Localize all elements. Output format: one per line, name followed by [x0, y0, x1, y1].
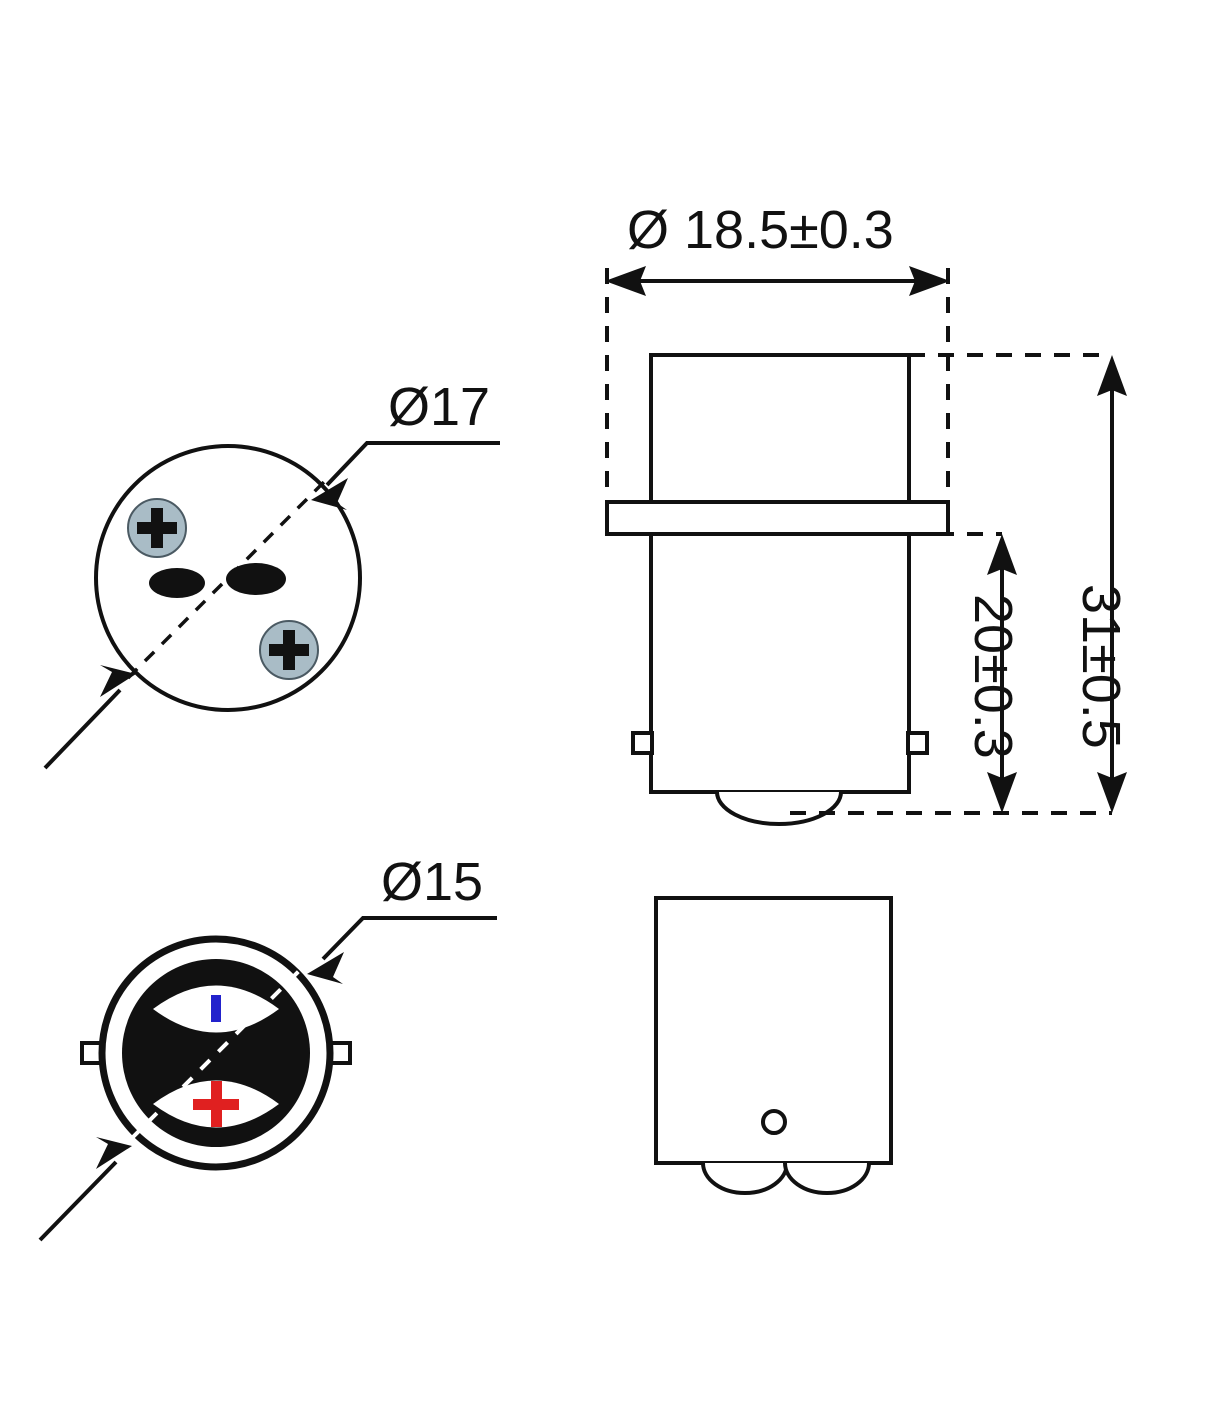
bottom-view-section-arrow — [38, 1137, 132, 1242]
side-view-flange — [605, 500, 950, 536]
top-view-slot-left — [149, 568, 205, 598]
top-view-section-arrow-line — [43, 688, 122, 770]
total-height-dimension: 31±0.5 — [1071, 355, 1131, 813]
top-view-slot-right — [226, 563, 286, 595]
front-view-contact-bump-right — [783, 1162, 871, 1195]
screw-upper-left — [127, 498, 187, 558]
top-view-leader — [311, 441, 500, 510]
side-view-solder-contact — [715, 791, 843, 826]
top-view-leader-arrowhead — [311, 478, 348, 510]
front-view-vent-hole — [761, 1109, 787, 1135]
total-height-label: 31±0.5 — [1071, 584, 1131, 749]
bottom-view-group: Ø15 — [38, 852, 497, 1242]
side-view-bayonet-cap — [649, 532, 911, 794]
screw-slot-vertical-ul — [151, 508, 163, 548]
bottom-view-diameter-label: Ø15 — [381, 852, 483, 912]
side-view-lens-body — [649, 353, 911, 514]
side-view-group: Ø 18.5±0.3 31±0.5 — [605, 200, 1131, 826]
front-view-contact-bump-left — [701, 1162, 789, 1195]
top-view-section-arrow — [43, 665, 136, 770]
screw-lower-right — [259, 620, 319, 680]
top-view-group: Ø17 — [43, 377, 500, 770]
width-arrowhead-right — [909, 266, 950, 296]
bottom-view-contact-upper — [153, 985, 279, 1033]
base-height-label: 20±0.3 — [963, 594, 1023, 759]
negative-polarity-mark — [211, 995, 221, 1022]
bottom-view-section-arrow-line — [38, 1160, 118, 1242]
base-height-arrowhead-bottom — [987, 772, 1017, 813]
positive-polarity-mark-vertical — [211, 1081, 222, 1127]
bottom-view-leader — [307, 916, 497, 984]
total-height-arrowhead-bottom — [1097, 772, 1127, 813]
base-height-dimension: 20±0.3 — [963, 534, 1023, 813]
bottom-view-section-arrowhead — [96, 1137, 132, 1169]
bottom-view-center-line — [128, 966, 304, 1142]
width-arrowhead-left — [605, 266, 646, 296]
side-view-bayonet-pin-right — [906, 731, 929, 755]
bottom-view-leader-line — [321, 916, 497, 961]
width-dimension-line — [605, 266, 950, 296]
bottom-view-contact-lower — [153, 1080, 279, 1128]
cap-diameter-label: Ø 18.5±0.3 — [627, 200, 894, 260]
front-view-group — [654, 896, 893, 1195]
top-view-diameter-label: Ø17 — [388, 377, 490, 437]
bottom-view-leader-arrowhead — [307, 952, 344, 984]
top-view-section-arrowhead — [100, 665, 136, 697]
top-view-leader-line — [325, 441, 500, 487]
base-height-arrowhead-top — [987, 534, 1017, 575]
top-view-outer-circle — [94, 444, 362, 712]
total-height-arrowhead-top — [1097, 355, 1127, 396]
screw-slot-vertical-lr — [283, 630, 295, 670]
side-view-bayonet-pin-left — [631, 731, 654, 755]
